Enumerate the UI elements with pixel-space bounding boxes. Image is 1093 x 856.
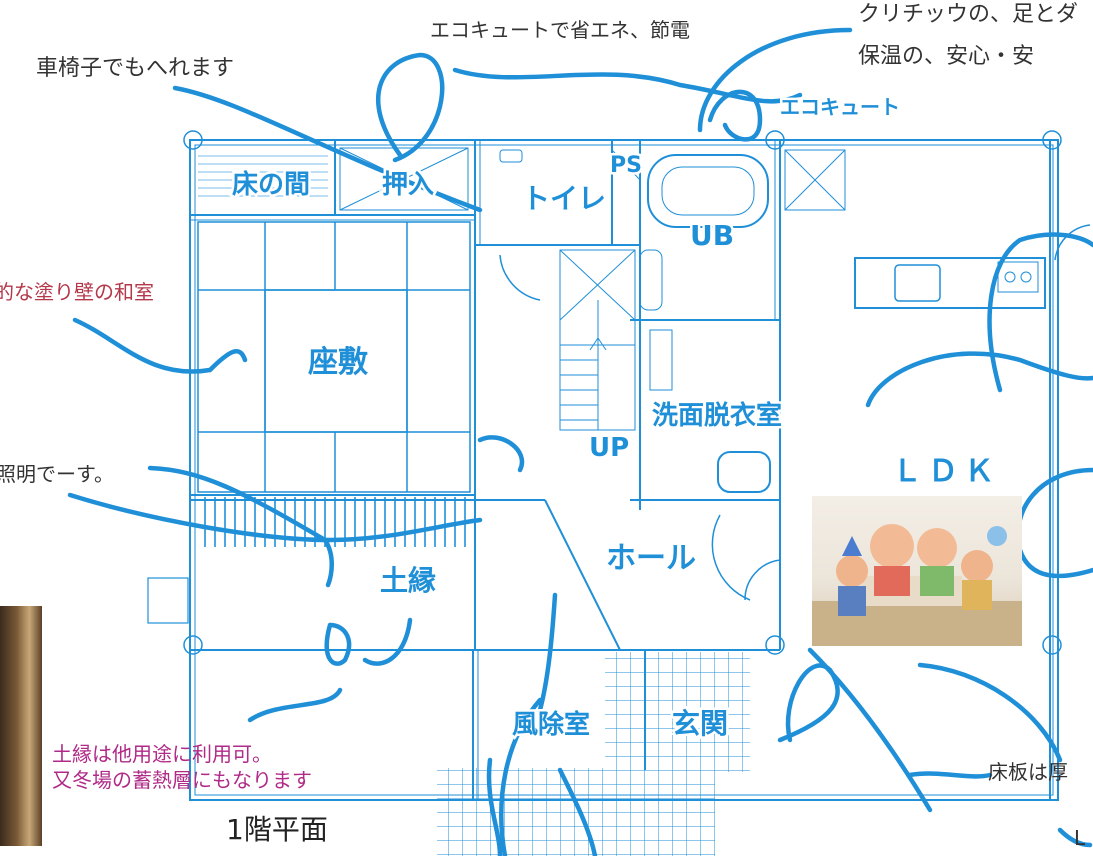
- note-floorboard: 床板は厚: [988, 760, 1068, 784]
- stairs: [559, 249, 636, 431]
- fixtures: [147, 149, 1046, 624]
- floor-caption: 1階平面: [226, 813, 328, 846]
- porch-grid: [437, 768, 715, 856]
- note-doen-1: 土縁は他用途に利用可。: [52, 742, 272, 766]
- note-lighting: 照明でーす。: [0, 462, 114, 486]
- label-toilet: トイレ: [522, 182, 606, 215]
- family-figurine-photo: [812, 496, 1022, 646]
- blueprint-walls: [189, 139, 1059, 801]
- label-hall: ホール: [606, 541, 696, 576]
- note-wheelchair: 車椅子でもへれます: [36, 56, 235, 81]
- tokonoma-hatch: [198, 152, 328, 202]
- label-ps: PS: [610, 153, 642, 178]
- label-zashiki: 座敷: [308, 345, 369, 380]
- note-nurikabe: 的な塗り壁の和室: [0, 280, 154, 304]
- label-ldk: ＬＤＫ: [892, 454, 1000, 489]
- wood-interior-photo: [0, 606, 42, 846]
- note-bottom-right: L: [1074, 826, 1086, 850]
- label-senmen: 洗面脱衣室: [652, 400, 782, 431]
- note-ecocute: エコキュートで省エネ、節電: [430, 18, 690, 42]
- column-markers: [183, 130, 1062, 655]
- note-doen-2: 又冬場の蓄熱層にもなります: [52, 768, 312, 792]
- label-doen: 土縁: [380, 564, 436, 597]
- label-up: UP: [589, 433, 629, 463]
- entrance-grid: [605, 652, 750, 772]
- label-fujoshitsu: 風除室: [512, 709, 590, 740]
- label-ub: UB: [690, 219, 734, 252]
- note-top-right-2: 保温の、安心・安: [858, 44, 1035, 69]
- note-top-right-1: クリチッウの、足とダ: [858, 2, 1079, 27]
- tatami-layout: [197, 221, 471, 493]
- label-oshiire: 押入: [382, 170, 434, 200]
- label-tokonoma: 床の間: [232, 169, 310, 200]
- label-genkan: 玄関: [672, 707, 728, 740]
- label-ecocute: エコキュート: [780, 95, 900, 119]
- handdrawn-squiggles: [67, 27, 1093, 856]
